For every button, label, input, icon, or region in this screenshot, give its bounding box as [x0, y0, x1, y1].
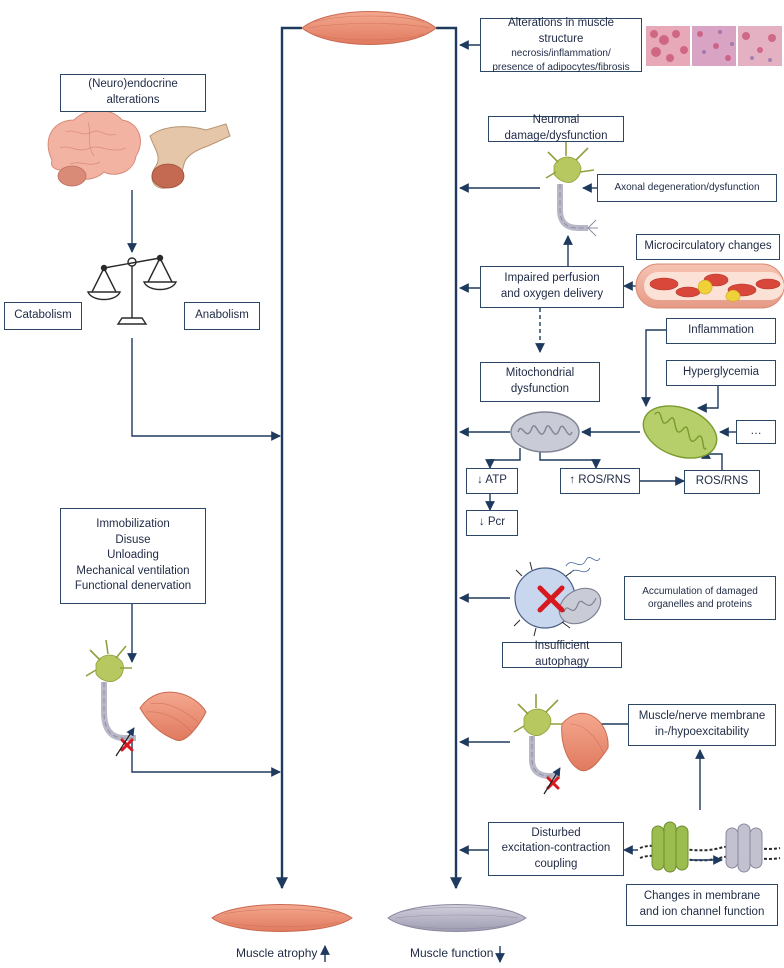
membrane-line-2: and ion channel function — [639, 906, 765, 918]
accumulation-line-1: Accumulation of damaged — [642, 585, 758, 597]
disuse-factors-box: Immobilization Disuse Unloading Mechanic… — [60, 508, 206, 604]
perfusion-line-2: and oxygen delivery — [500, 288, 604, 300]
neuroendocrine-line-2: alterations — [106, 94, 160, 106]
perfusion-box: Impaired perfusion and oxygen delivery — [480, 266, 624, 308]
arrow-balance-to-main — [131, 338, 281, 441]
ion-channel-illustration — [639, 821, 781, 873]
disuse-item-4: Mechanical ventilation — [76, 564, 190, 577]
axonal-label: Axonal degeneration/dysfunction — [614, 182, 760, 194]
dysfunctional-muscle — [387, 904, 527, 932]
perfusion-line-1: Impaired perfusion — [504, 272, 600, 285]
ecc-line-2: excitation-contraction — [501, 842, 611, 855]
catabolism-box: Catabolism — [4, 302, 82, 330]
pcr-box: ↓ Pcr — [466, 510, 518, 536]
atrophic-muscle — [211, 904, 353, 932]
muscle-structure-box: Alterations in muscle structure necrosis… — [480, 16, 642, 73]
muscle-function-label: Muscle function — [410, 946, 494, 960]
arrow-denervation-to-main — [131, 740, 281, 777]
axonal-box: Axonal degeneration/dysfunction — [597, 174, 777, 202]
mitochondrial-line-2: dysfunction — [510, 383, 570, 395]
ros-box: ROS/RNS — [684, 470, 760, 494]
disuse-item-5: Functional denervation — [74, 580, 192, 593]
neuron-illustration — [545, 140, 598, 237]
accumulation-box: Accumulation of damaged organelles and p… — [624, 576, 776, 620]
arrow-hyperglycemia-to-damaged-mito — [697, 386, 719, 413]
autophagy-box: Insufficient autophagy — [502, 640, 622, 668]
muscle-histology-images — [646, 26, 782, 66]
disuse-item-3: Unloading — [107, 549, 159, 562]
right-main-pathway — [436, 26, 462, 890]
excitability-illustration — [513, 694, 609, 795]
hyperglycemia-label: Hyperglycemia — [682, 366, 760, 379]
autophagy-illustration — [513, 557, 602, 637]
muscle-structure-detail-1: necrosis/inflammation/ — [511, 48, 611, 60]
arrow-inflammation-to-damaged-mito — [641, 329, 666, 407]
ecc-box: Disturbed excitation-contraction couplin… — [488, 822, 624, 876]
damaged-mitochondrion-illustration — [642, 405, 718, 459]
accumulation-line-2: organelles and proteins — [648, 599, 752, 610]
hyperglycemia-box: Hyperglycemia — [666, 360, 776, 386]
ellipsis-box: … — [736, 420, 776, 444]
inflammation-box: Inflammation — [666, 318, 776, 344]
balance-scale-icon — [86, 254, 178, 325]
excitability-box: Muscle/nerve membrane in-/hypoexcitabili… — [628, 704, 776, 746]
membrane-box: Changes in membrane and ion channel func… — [626, 884, 778, 926]
neuroendocrine-line-1: (Neuro)endocrine — [88, 78, 178, 91]
blood-vessel-illustration — [635, 263, 784, 309]
healthy-muscle-top — [301, 11, 437, 45]
neuronal-damage-label: Neuronal damage/dysfunction — [504, 114, 608, 142]
muscle-atrophy-label: Muscle atrophy — [236, 946, 318, 960]
ros-label: ROS/RNS — [695, 475, 749, 488]
ecc-line-3: coupling — [534, 857, 578, 870]
mitochondrial-line-1: Mitochondrial — [505, 367, 575, 380]
autophagy-label: Insufficient autophagy — [534, 640, 590, 668]
microcirculatory-label: Microcirculatory changes — [644, 240, 772, 253]
atp-label: ↓ ATP — [477, 474, 507, 487]
muscle-structure-title: Alterations in muscle structure — [507, 16, 615, 45]
pituitary-illustration — [149, 123, 231, 189]
arrow-mito-to-ros-up — [539, 448, 601, 469]
neuroendocrine-box: (Neuro)endocrine alterations — [60, 74, 206, 112]
neuronal-damage-box: Neuronal damage/dysfunction — [488, 114, 624, 142]
disuse-item-1: Immobilization — [96, 518, 170, 531]
disuse-item-2: Disuse — [115, 533, 151, 546]
denervation-illustration — [85, 639, 207, 757]
atp-box: ↓ ATP — [466, 468, 518, 494]
arrow-mito-to-atp — [485, 448, 521, 469]
anabolism-label: Anabolism — [195, 309, 249, 322]
mitochondrial-box: Mitochondrial dysfunction — [480, 362, 600, 402]
ecc-line-1: Disturbed — [531, 826, 581, 839]
brain-illustration — [47, 109, 141, 187]
anabolism-box: Anabolism — [184, 302, 260, 330]
excitability-line-2: in-/hypoexcitability — [655, 726, 749, 738]
excitability-line-1: Muscle/nerve membrane — [638, 710, 766, 723]
mitochondrion-illustration — [510, 411, 580, 453]
membrane-line-1: Changes in membrane — [643, 890, 761, 903]
muscle-structure-detail-2: presence of adipocytes/fibrosis — [492, 61, 630, 73]
ellipsis-label: … — [750, 425, 762, 438]
microcirculatory-box: Microcirculatory changes — [636, 234, 780, 260]
ros-up-label: ↑ ROS/RNS — [569, 474, 631, 487]
catabolism-label: Catabolism — [14, 309, 72, 322]
inflammation-label: Inflammation — [688, 324, 754, 337]
left-main-pathway — [276, 26, 302, 890]
pcr-label: ↓ Pcr — [478, 516, 506, 529]
ros-up-box: ↑ ROS/RNS — [560, 468, 640, 494]
